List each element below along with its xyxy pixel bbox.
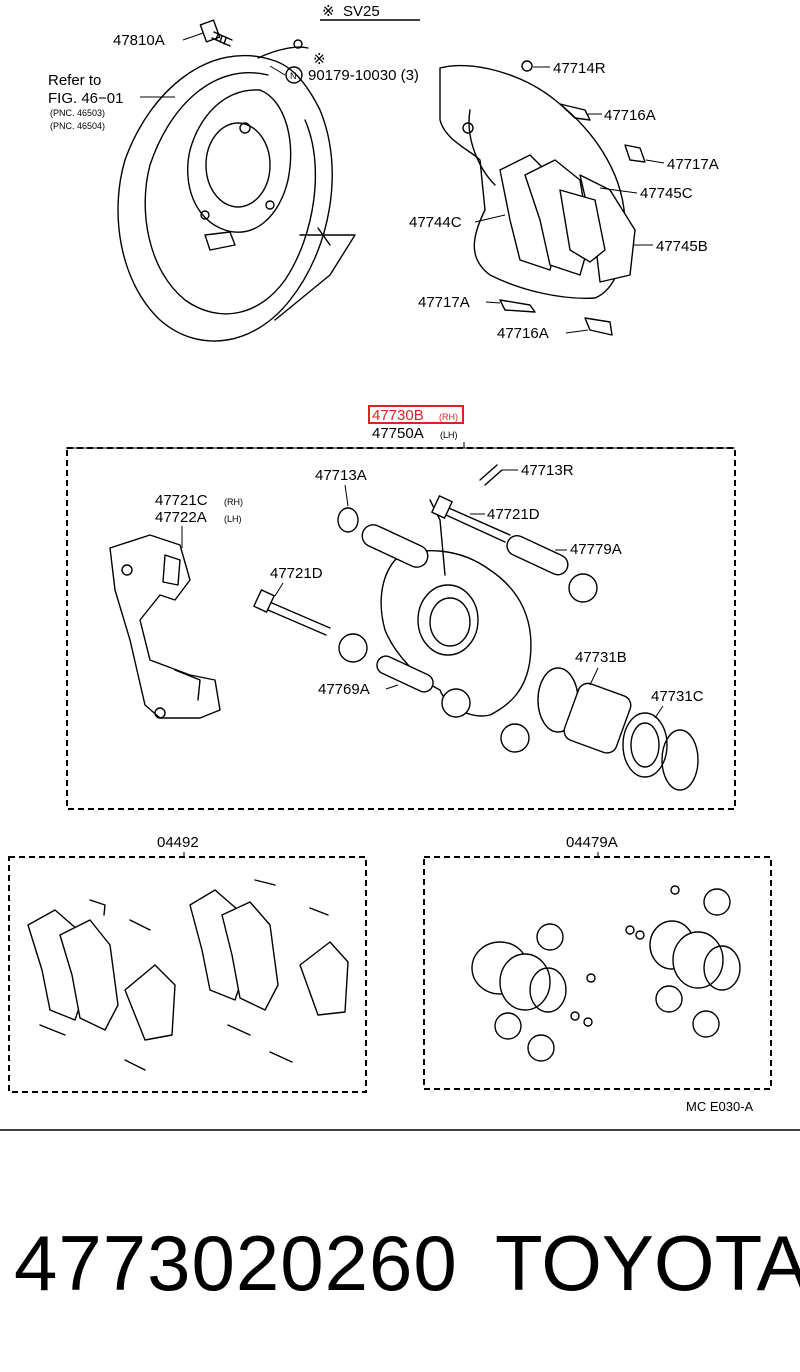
refer-pnc2: (PNC. 46504) — [50, 121, 105, 131]
leader-47744c — [474, 214, 506, 223]
label-47716a-top: 47716A — [604, 107, 656, 124]
label-47713a: 47713A — [315, 467, 367, 484]
leader-47745c — [599, 187, 638, 194]
header-note-symbol: ※ — [322, 3, 335, 20]
kit-04492-frame — [8, 856, 367, 1093]
refer-pnc1: (PNC. 46503) — [50, 108, 105, 118]
leader-47716a-bottom — [565, 329, 589, 334]
leader-47769a — [385, 684, 399, 690]
highlight-box — [368, 405, 464, 424]
label-47721d-right: 47721D — [487, 506, 540, 523]
label-47779a: 47779A — [570, 541, 622, 558]
label-47745c: 47745C — [640, 185, 693, 202]
refer-to-line2: FIG. 46−01 — [48, 90, 123, 107]
clip-parts-drawing — [499, 60, 646, 336]
label-47744c: 47744C — [409, 214, 462, 231]
caliper-housing-drawing — [439, 64, 626, 299]
leader-47731b — [589, 667, 599, 686]
label-04479a: 04479A — [566, 834, 618, 851]
label-47722a: 47722A — [155, 509, 207, 526]
diagram-code: MC E030-A — [686, 1099, 754, 1114]
footer-part-number: 4773020260 — [14, 1219, 458, 1307]
label-47750a: 47750A — [372, 425, 424, 442]
label-47731b: 47731B — [575, 649, 627, 666]
kit-04479a-seals-drawing — [471, 885, 741, 1062]
n-symbol-circle — [285, 66, 303, 84]
label-47721c-suffix: (RH) — [224, 497, 243, 507]
bolt-47810a-drawing — [199, 19, 233, 47]
label-47717a-top: 47717A — [667, 156, 719, 173]
caliper-kit-frame — [66, 447, 736, 810]
label-47810a: 47810A — [113, 32, 165, 49]
piston-seal-drawing — [537, 667, 699, 791]
label-47721d-left: 47721D — [270, 565, 323, 582]
label-47713r: 47713R — [521, 462, 574, 479]
leader-47713a — [344, 484, 349, 507]
label-47731c: 47731C — [651, 688, 704, 705]
backing-plate-drawing — [117, 39, 356, 342]
refer-to-line1: Refer to — [48, 72, 101, 89]
leader-47810a — [182, 32, 204, 41]
label-47769a: 47769A — [318, 681, 370, 698]
label-47714r: 47714R — [553, 60, 606, 77]
n-symbol: N — [290, 71, 297, 81]
label-47721c: 47721C — [155, 492, 208, 509]
pins-and-bolts-drawing — [253, 464, 598, 753]
label-04492: 04492 — [157, 834, 199, 851]
label-47716a-bottom: 47716A — [497, 325, 549, 342]
label-47750a-suffix: (LH) — [440, 430, 458, 440]
header-variant: SV25 — [343, 3, 380, 20]
label-47717a-bottom: 47717A — [418, 294, 470, 311]
label-47730b-suffix: (RH) — [439, 412, 458, 422]
pad-set-drawing — [499, 154, 636, 283]
label-47730b: 47730B — [372, 407, 424, 424]
label-47745b: 47745B — [656, 238, 708, 255]
label-90179-10030: 90179-10030 (3) — [308, 67, 419, 84]
leader-47717a-bottom — [485, 301, 501, 304]
label-47722a-suffix: (LH) — [224, 514, 242, 524]
footer-brand: TOYOTA — [495, 1219, 800, 1307]
note-mark: ※ — [313, 51, 326, 68]
leader-47731c — [654, 705, 664, 719]
leader-90179 — [269, 65, 286, 76]
kit-04492-pads-drawing — [27, 879, 349, 1071]
leader-47717a-top — [645, 159, 665, 164]
caliper-bracket-drawing — [109, 534, 221, 719]
kit-04479a-frame — [423, 856, 772, 1090]
leader-47721d-left — [274, 582, 284, 597]
